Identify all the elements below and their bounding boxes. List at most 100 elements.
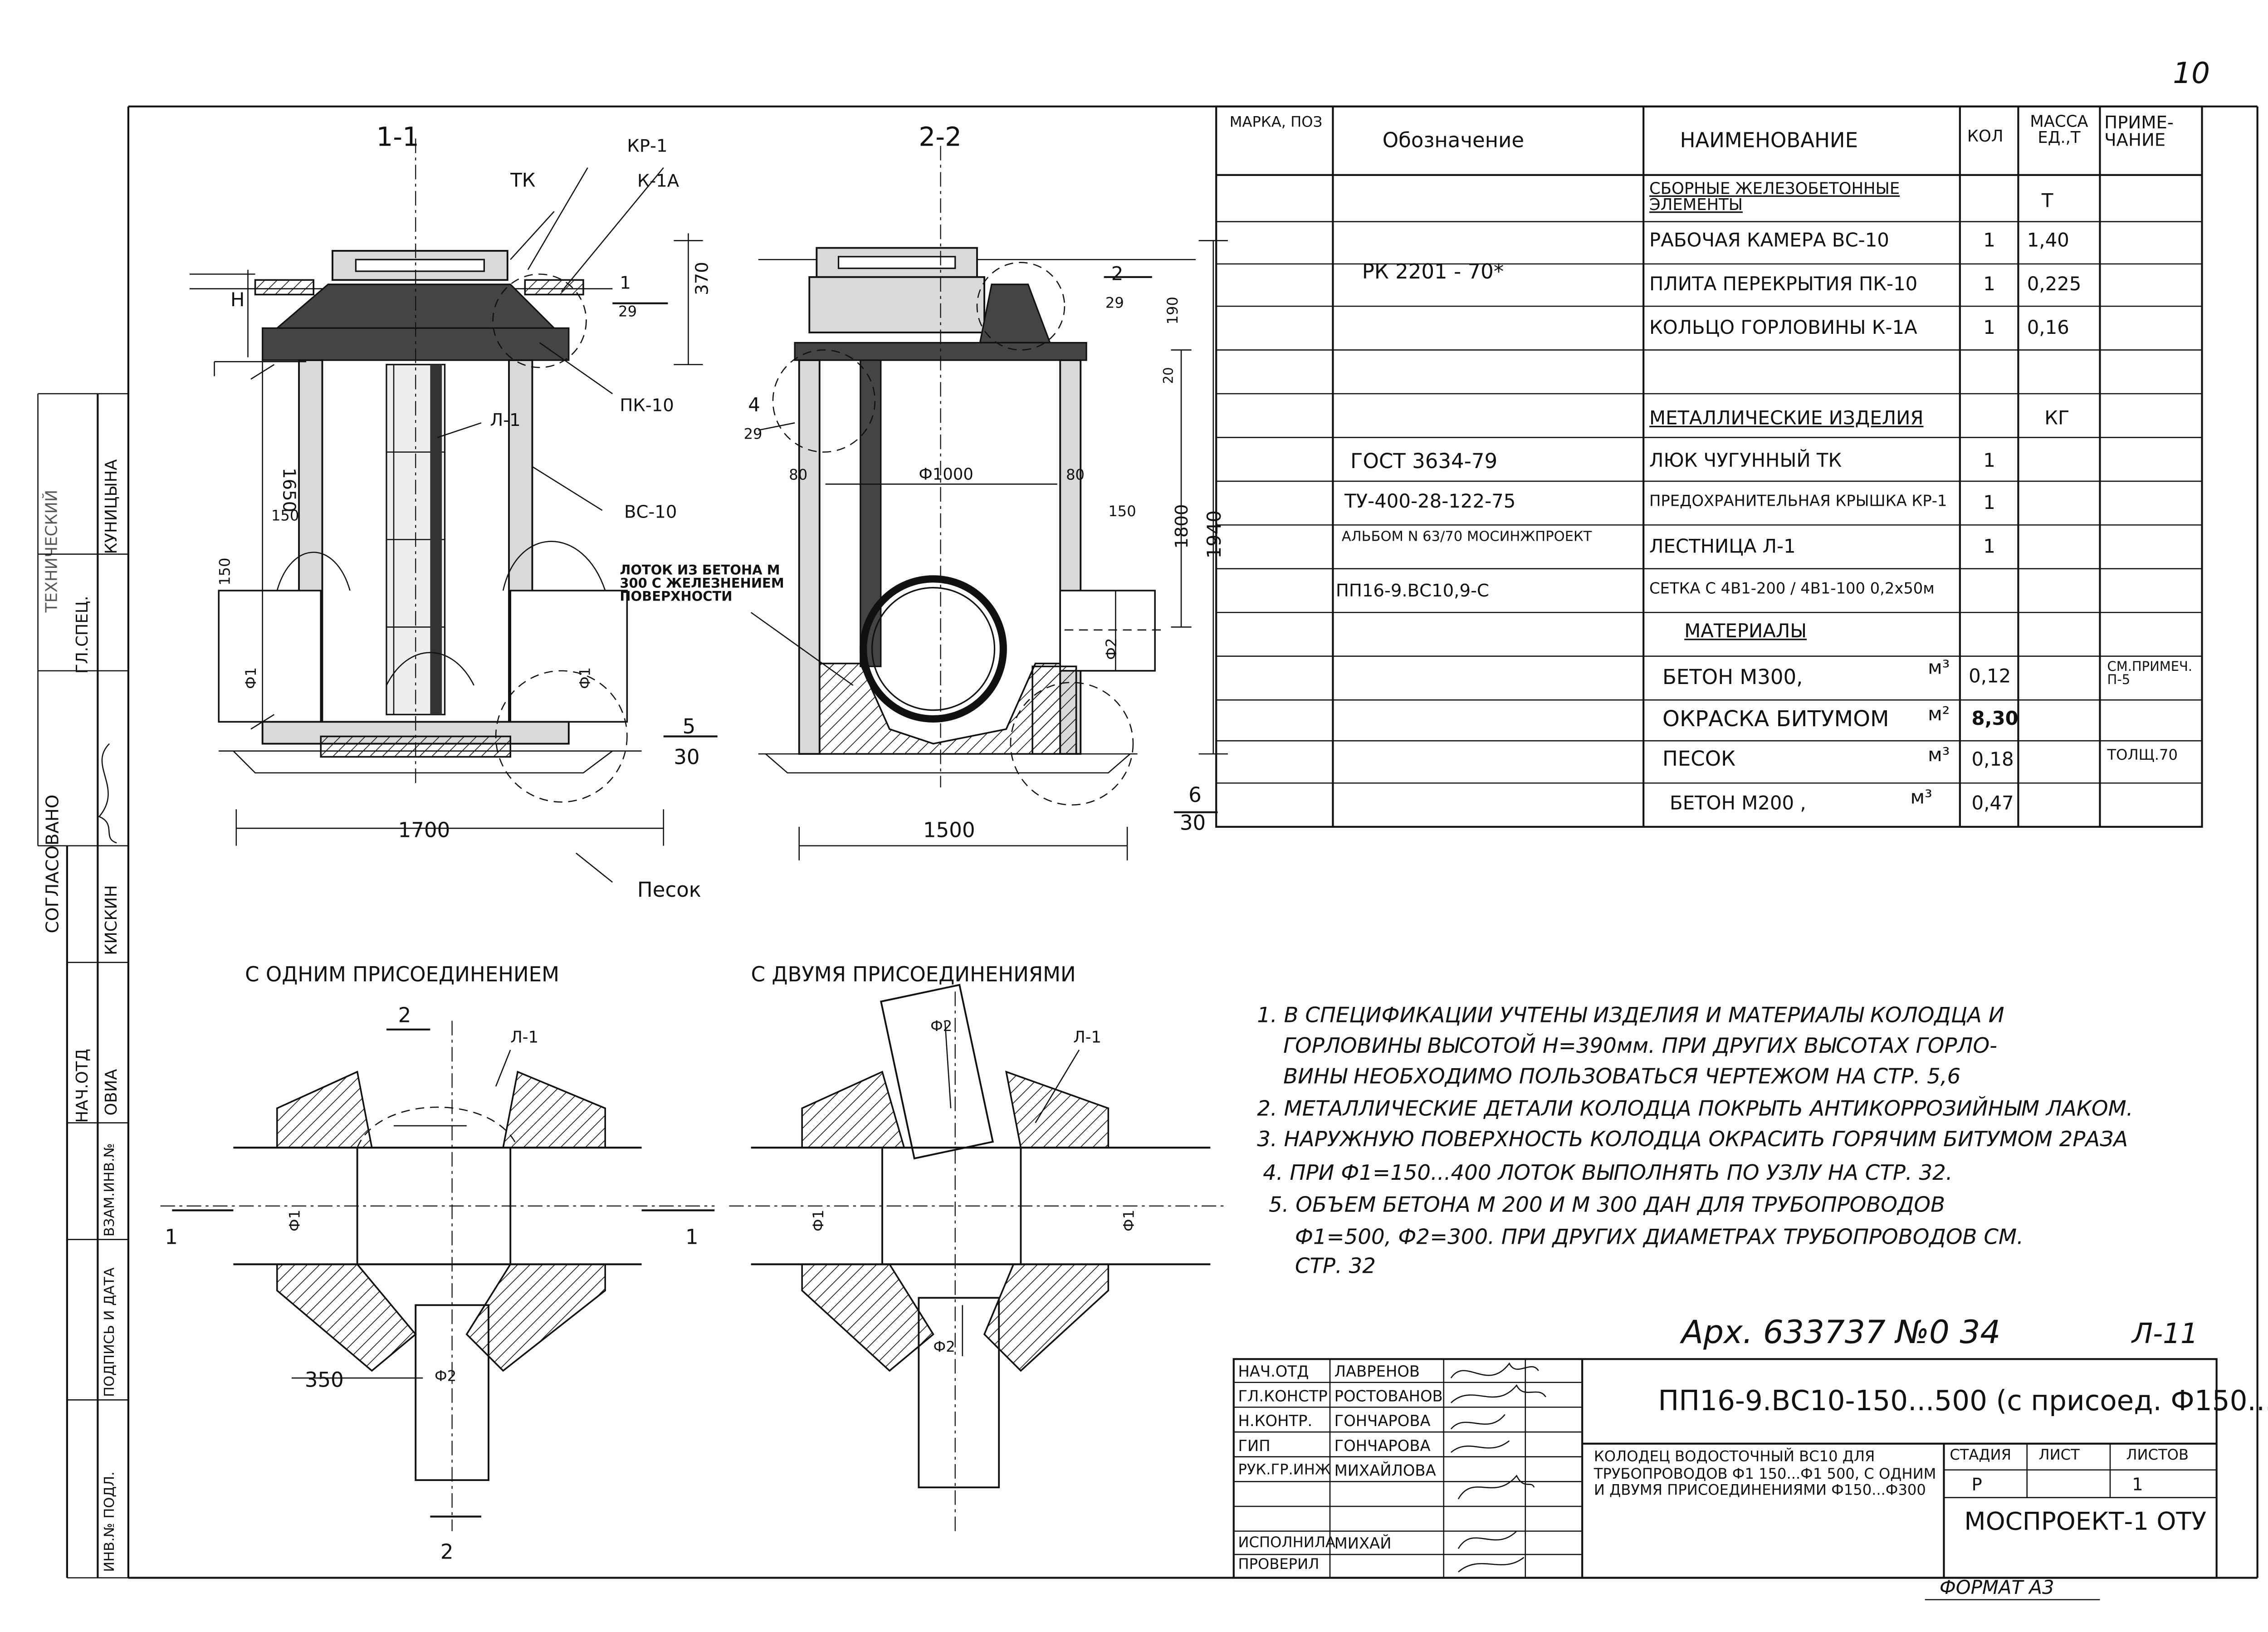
spec-row-11-qty: 0,12 (1969, 666, 2011, 689)
spec-row-12-name: ОКРАСКА БИТУМОМ (1662, 706, 1889, 732)
note-line-7: 5. ОБЪЕМ БЕТОНА М 200 И М 300 ДАН ДЛЯ ТР… (1268, 1194, 1945, 1218)
spec-row-6-name: ЛЮК ЧУГУННЫЙ ТК (1649, 450, 1842, 473)
spec-row-5-name: МЕТАЛЛИЧЕСКИЕ ИЗДЕЛИЯ (1649, 408, 1924, 430)
spec-row-7-designation: ТУ-400-28-122-75 (1344, 491, 1516, 513)
spec-row-1-qty: 1 (1983, 230, 1995, 253)
spec-row-8-qty: 1 (1983, 537, 1995, 559)
spec-row-1-name: РАБОЧАЯ КАМЕРА ВС-10 (1649, 230, 1889, 253)
dim-80-left: 80 (789, 468, 808, 484)
margin-name-2: КИСКИН (102, 885, 121, 955)
tb-role-0: НАЧ.ОТД (1238, 1363, 1309, 1381)
callout-4-top: 4 (748, 395, 760, 417)
spec-row-9-name: СЕТКА С 4В1-200 / 4В1-100 0,2х50м (1649, 580, 1935, 598)
note-line-1: 1. В СПЕЦИФИКАЦИИ УЧТЕНЫ ИЗДЕЛИЯ И МАТЕР… (1257, 1005, 2004, 1028)
spec-row-11-note: СМ.ПРИМЕЧ. П-5 (2107, 660, 2193, 689)
plan-label-a1-two: Л-1 (1073, 1028, 1102, 1047)
plan-cut-2-top: 2 (398, 1005, 411, 1028)
th-designation: Обозначение (1382, 130, 1525, 153)
dim-370: 370 (692, 262, 713, 295)
spec-row-6-qty: 1 (1983, 450, 1995, 473)
label-phi1-left: Ф1 (244, 667, 260, 689)
spec-row-12-unit: м² (1928, 704, 1950, 727)
spec-row-1-mass: 1,40 (2027, 230, 2069, 253)
archive-number: Арх. 633737 №0 34 (1681, 1315, 2001, 1352)
dim-150-c: 150 (1108, 504, 1136, 521)
spec-row-2-qty: 1 (1983, 274, 1995, 296)
margin-podpis: ПОДПИСЬ И ДАТА (102, 1267, 118, 1397)
callout-1-top: 1 (620, 273, 631, 293)
tb-name-3: ГОНЧАРОВА (1334, 1437, 1431, 1456)
spec-row-5-mass: КГ (2044, 408, 2070, 430)
th-qty: КОЛ (1967, 127, 2004, 146)
tb-title: КОЛОДЕЦ ВОДОСТОЧНЫЙ ВС10 ДЛЯ ТРУБОПРОВОД… (1593, 1449, 1936, 1499)
label-phi4000: Ф1000 (919, 465, 973, 484)
spec-row-14-name: БЕТОН М200 , (1670, 793, 1806, 816)
label-vs10: ВС-10 (624, 501, 677, 522)
note-line-6: 4. ПРИ Ф1=150...400 ЛОТОК ВЫПОЛНЯТЬ ПО У… (1263, 1162, 1953, 1186)
spec-row-9-designation: ПП16-9.ВС10,9-С (1335, 580, 1489, 601)
dim-1650: 1650 (279, 468, 299, 513)
sheet-mark: Л-11 (2132, 1318, 2198, 1350)
tb-role-3: ГИП (1238, 1437, 1271, 1456)
callout-5-bot: 30 (674, 747, 700, 770)
callout-1-bot: 29 (618, 304, 637, 321)
tb-sheets-label: ЛИСТОВ (2126, 1448, 2189, 1464)
spec-row-12-qty: 8,30 (1971, 709, 2019, 731)
label-phi2-section: Ф2 (1105, 638, 1121, 660)
dim-350: 350 (304, 1369, 344, 1393)
tb-stage-label: СТАДИЯ (1950, 1448, 2011, 1464)
spec-row-7-name: ПРЕДОХРАНИТЕЛЬНАЯ КРЫШКА КР-1 (1649, 493, 1947, 511)
margin-nach-otd: НАЧ.ОТД (73, 1049, 92, 1123)
dim-1500: 1500 (923, 819, 975, 843)
tb-role-1: ГЛ.КОНСТР (1238, 1388, 1328, 1406)
spec-row-3-qty: 1 (1983, 318, 1995, 340)
callout-5-top: 5 (682, 716, 696, 739)
th-name: НАИМЕНОВАНИЕ (1680, 130, 1858, 153)
margin-name-3: ОВИА (102, 1069, 121, 1116)
spec-row-13-note: ТОЛЩ.70 (2107, 748, 2178, 764)
spec-row-3-mass: 0,16 (2027, 318, 2069, 340)
tb-sheet-label: ЛИСТ (2038, 1448, 2080, 1464)
plan-phi1-two-left: Ф1 (811, 1209, 828, 1231)
plan-phi1-left: Ф1 (288, 1209, 304, 1231)
spec-row-13-qty: 0,18 (1971, 749, 2014, 772)
dim-150-a: 150 (271, 509, 299, 525)
callout-2-bot: 29 (1105, 296, 1124, 312)
tb-code: ПП16-9.ВС10-150...500 (с присоед. Ф150..… (1658, 1385, 2268, 1417)
label-lotok: ЛОТОК ИЗ БЕТОНА М 300 С ЖЕЛЕЗНЕНИЕМ ПОВЕ… (620, 564, 784, 606)
th-note: ПРИМЕ- ЧАНИЕ (2104, 112, 2174, 151)
spec-row-7-qty: 1 (1983, 493, 1995, 515)
margin-name-1: КУНИЦЫНА (102, 459, 121, 554)
note-line-8: Ф1=500, Ф2=300. ПРИ ДРУГИХ ДИАМЕТРАХ ТРУ… (1295, 1226, 2024, 1250)
label-phi1-right: Ф1 (578, 667, 595, 689)
margin-vzam: ВЗАМ.ИНВ.№ (102, 1143, 118, 1237)
signatures (98, 743, 1546, 1573)
spec-row-2-name: ПЛИТА ПЕРЕКРЫТИЯ ПК-10 (1649, 274, 1918, 296)
th-mark: МАРКА, ПОЗ (1229, 115, 1323, 132)
note-line-4: 2. МЕТАЛЛИЧЕСКИЕ ДЕТАЛИ КОЛОДЦА ПОКРЫТЬ … (1257, 1098, 2133, 1122)
callout-2-top: 2 (1111, 264, 1124, 286)
plan-cut-2-bottom: 2 (440, 1541, 454, 1565)
spec-row-14-qty: 0,47 (1971, 793, 2014, 816)
plan-cut-1-left: 1 (165, 1226, 178, 1250)
label-pesok: Песок (637, 879, 701, 903)
dim-80-right: 80 (1066, 468, 1085, 484)
tb-sheet: 1 (2132, 1474, 2143, 1495)
th-mass: МАССА ЕД.,Т (2030, 112, 2088, 147)
label-kr1: КР-1 (627, 135, 668, 156)
margin-inv: ИНВ.№ ПОДЛ. (102, 1471, 118, 1572)
margin-tehnolog: ТЕХНИЧЕСКИЙ (42, 489, 62, 613)
tb-name-5: МИХАЙ (1334, 1535, 1392, 1553)
dim-h: Н (230, 290, 245, 312)
label-k1a: К-1А (637, 171, 679, 191)
spec-row-8-designation: АЛЬБОМ N 63/70 МОСИНЖПРОЕКТ (1341, 529, 1592, 546)
label-pk10: ПК-10 (620, 395, 674, 416)
spec-row-0-mass: Т (2041, 191, 2053, 213)
note-line-3: ВИНЫ НЕОБХОДИМО ПОЛЬЗОВАТЬСЯ ЧЕРТЕЖОМ НА… (1283, 1066, 1961, 1090)
tb-name-4: МИХАЙЛОВА (1334, 1462, 1436, 1481)
tb-name-2: ГОНЧАРОВА (1334, 1413, 1431, 1431)
plan-one-connection (160, 1021, 715, 1531)
dim-150-b: 150 (218, 557, 235, 586)
